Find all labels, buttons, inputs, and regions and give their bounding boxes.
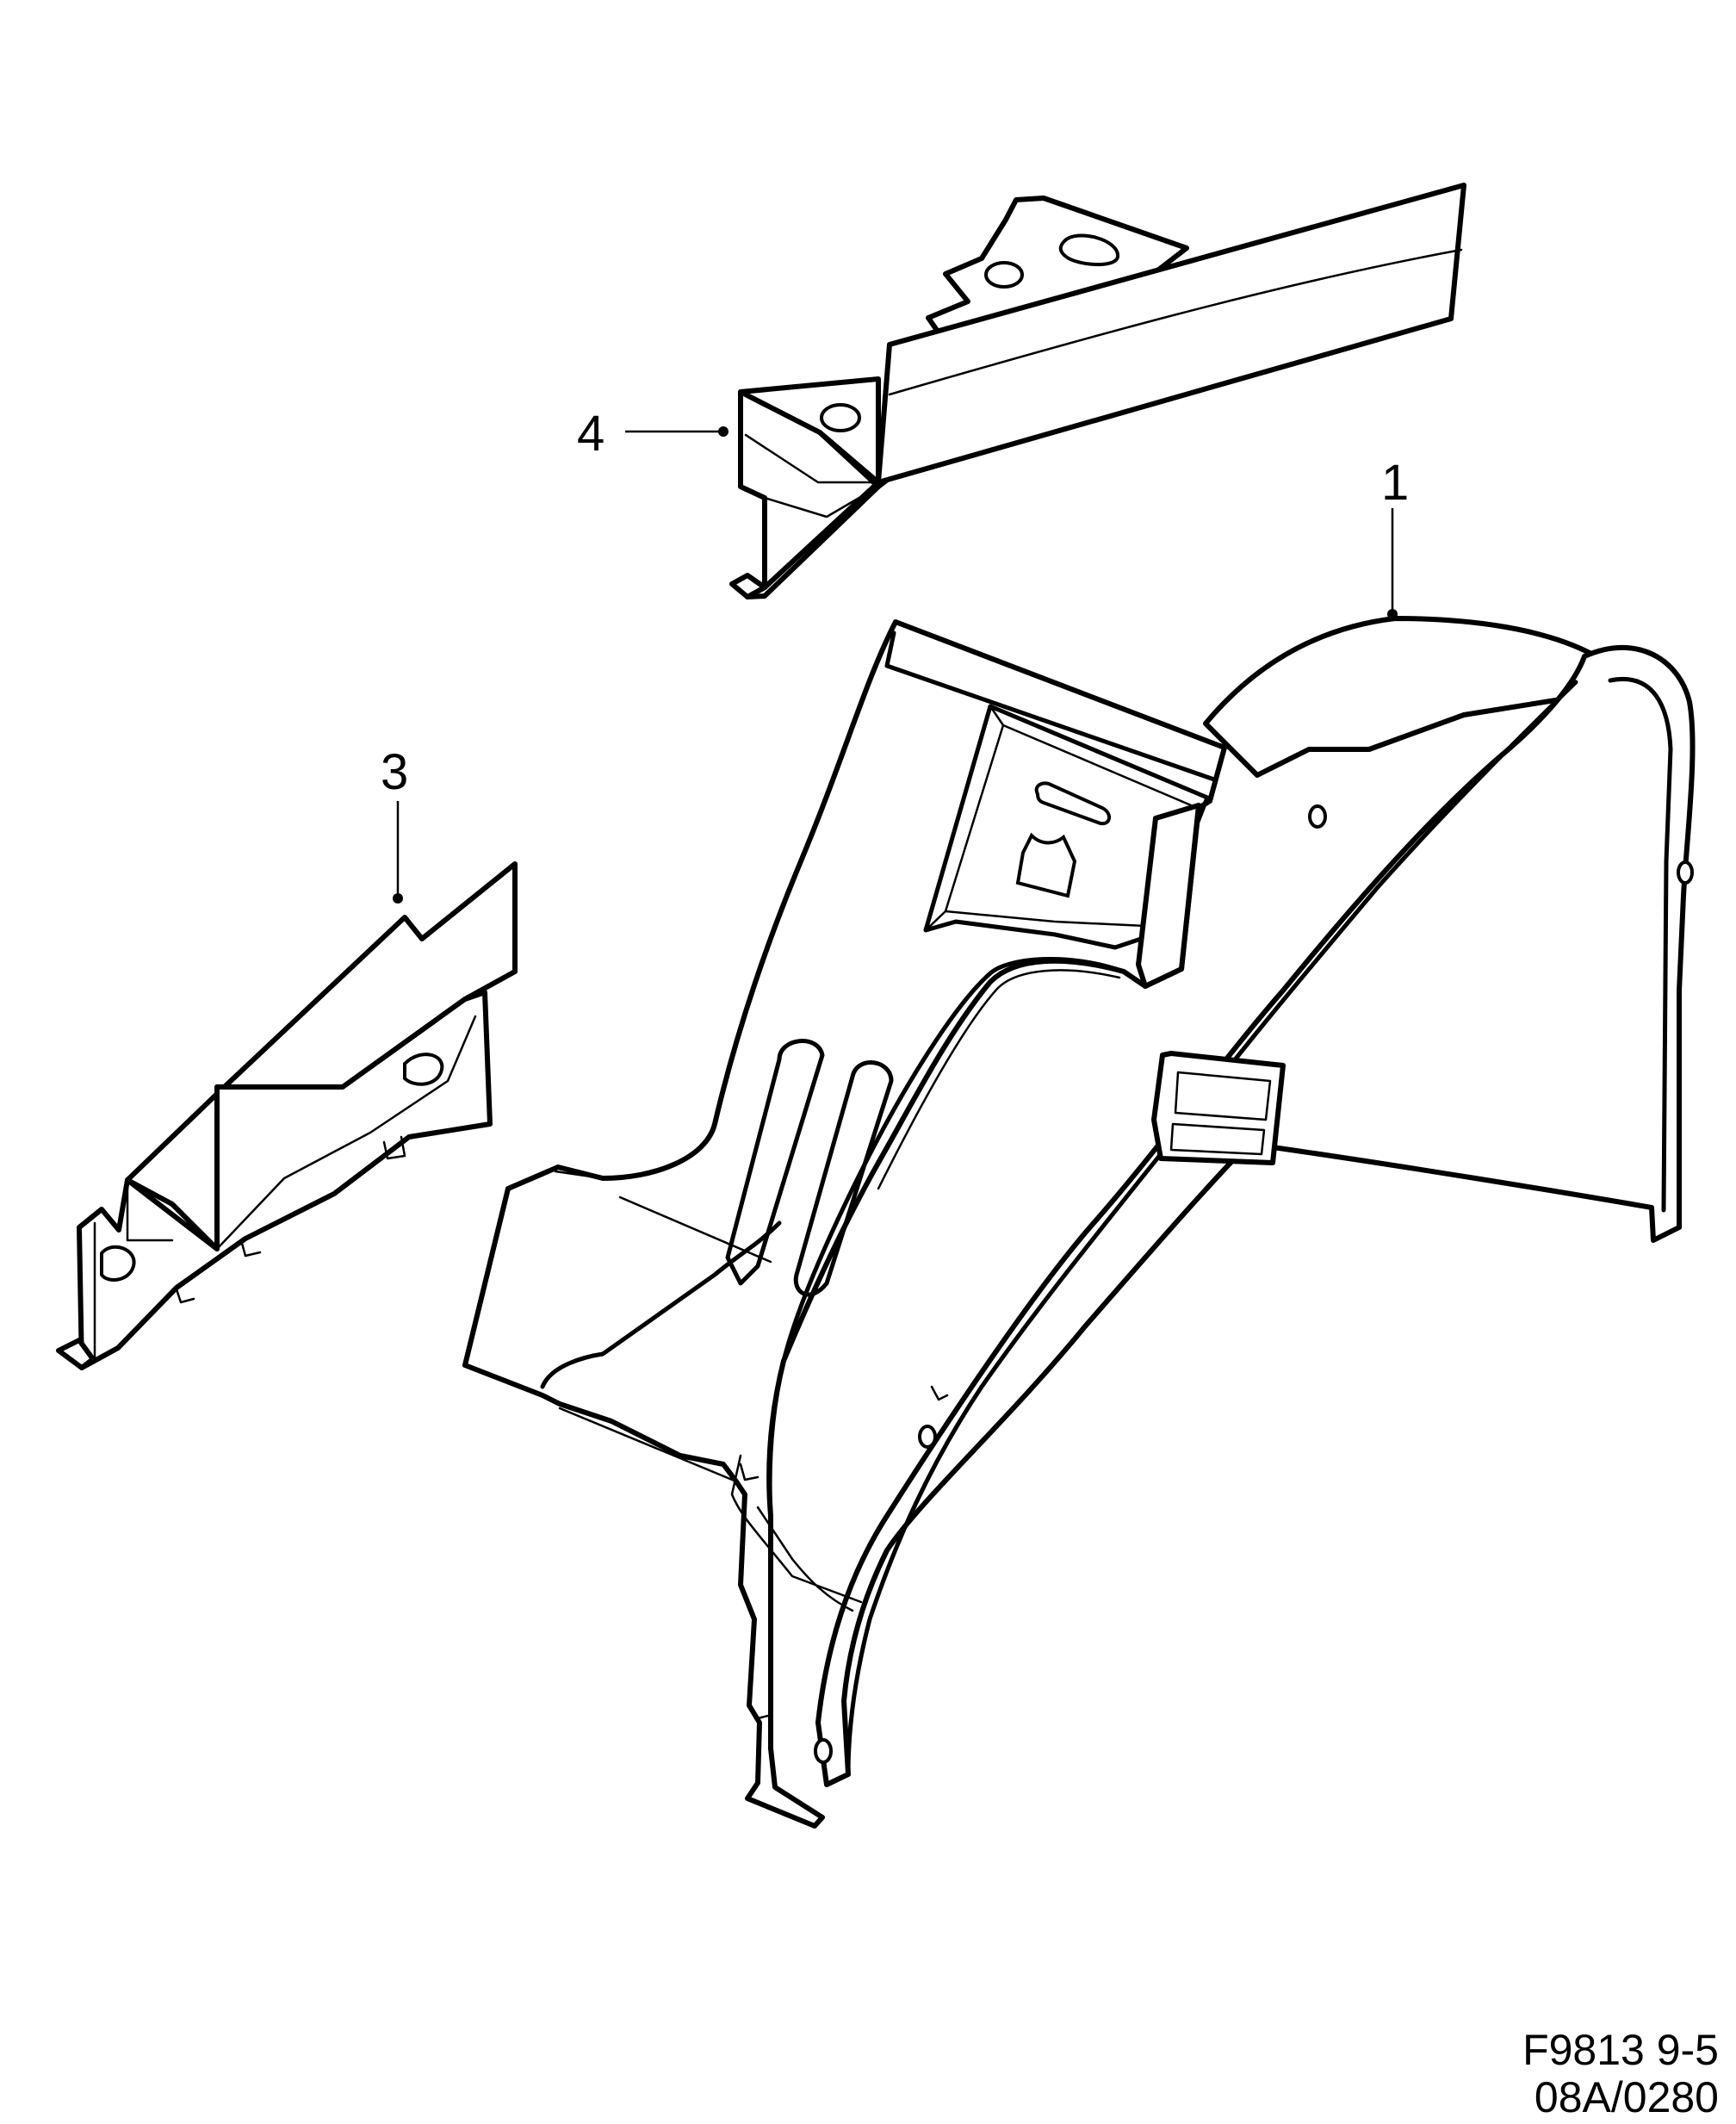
part-1-tab-1 — [739, 1463, 760, 1481]
part-1-toe-line-2 — [554, 1170, 604, 1180]
part-4-crease — [888, 248, 1463, 396]
callout-part-4: 4 — [577, 406, 605, 462]
part-1-pocket-corner — [924, 705, 1005, 932]
part-4-hole-1 — [984, 261, 1024, 289]
part-3-fold-line-3 — [126, 1178, 174, 1242]
part-1-hole-arch-1 — [1308, 804, 1327, 829]
part-1-rib-1 — [725, 1039, 825, 1286]
leader-1 — [1387, 508, 1398, 619]
leader-3 — [393, 801, 403, 904]
part-1-keyhole — [1015, 832, 1077, 898]
part-3-tab-3 — [175, 1288, 195, 1304]
part-4-member — [729, 183, 1466, 599]
part-3-member — [56, 861, 518, 1370]
part-1-pocket-inner — [944, 724, 1203, 928]
part-1-slot — [1034, 781, 1111, 826]
part-3-cutout-2 — [403, 1053, 444, 1086]
part-4-beam-body — [876, 183, 1466, 485]
part-4-foot — [729, 573, 767, 599]
part-1-toe-pressing-2 — [558, 1407, 738, 1483]
part-1-lower-fold — [730, 1454, 863, 1604]
callout-part-3: 3 — [381, 744, 409, 800]
part-1-top-flange — [884, 630, 1217, 782]
part-1-side-bracket — [1136, 803, 1201, 989]
part-1-arch-flange — [815, 644, 1696, 1787]
part-1-toe-pressing — [540, 1220, 782, 1389]
part-1-tab-3 — [930, 1385, 949, 1401]
part-1-hole-arch-2 — [1677, 860, 1694, 885]
part-4-hole-2 — [820, 403, 861, 432]
reference-code-line-2: 08A/0280 — [1534, 2073, 1719, 2121]
leader-4 — [625, 426, 728, 437]
part-3-foot — [56, 1338, 96, 1370]
part-3-fold-line-1 — [215, 1015, 477, 1251]
part-1-lower-fold-2 — [756, 1506, 854, 1612]
part-3-web — [77, 990, 493, 1370]
part-3-tab-1 — [382, 1135, 406, 1160]
part-4-fold-line — [744, 433, 880, 484]
part-1-arch-inner-edge-2 — [846, 680, 1578, 1777]
part-3-cutout-1 — [100, 1245, 136, 1282]
part-1-rib-2 — [793, 1060, 894, 1297]
part-4-fold-line-2 — [763, 485, 880, 519]
part-1-arch-inner-edge — [1608, 677, 1673, 1213]
part-1-window-bracket — [1151, 1051, 1286, 1165]
part-3-tab-2 — [239, 1239, 262, 1258]
part-1-panel-curve-2 — [877, 969, 1121, 1190]
part-4-slot — [1058, 233, 1119, 267]
part-1-window-bottom — [1169, 1122, 1266, 1156]
part-1-wheel-housing — [462, 616, 1696, 1829]
part-1-window-top — [1174, 1071, 1272, 1121]
part-1-hole-arch-4 — [814, 1738, 833, 1764]
part-1-tab-2 — [747, 1704, 770, 1720]
part-1-hole-arch-3 — [918, 1425, 937, 1449]
reference-code-line-1: F9813 9-5 — [1522, 2026, 1719, 2074]
callout-part-1: 1 — [1381, 455, 1410, 511]
